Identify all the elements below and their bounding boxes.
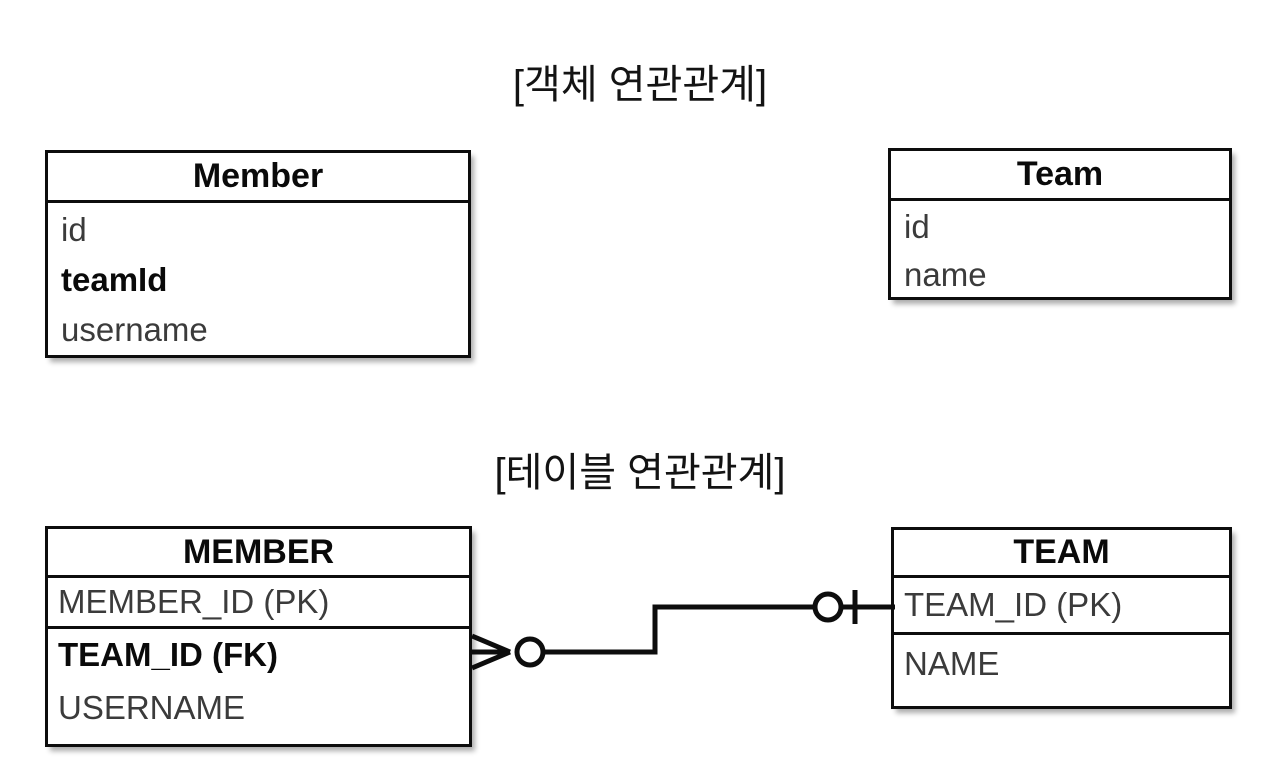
entity-field-member-id: id — [61, 211, 87, 248]
entity-field-team-name: name — [904, 256, 987, 293]
entity-field-list-member: id teamId username — [48, 203, 468, 355]
entity-field-member-teamid: teamId — [61, 261, 168, 298]
table-column-member-username: USERNAME — [58, 689, 246, 726]
relationship-svg — [471, 590, 895, 671]
entity-field-team-id: id — [904, 208, 930, 245]
relationship-path — [543, 604, 813, 655]
entity-header-team: Team — [891, 151, 1229, 201]
table-column-team-id-pk: TEAM_ID (PK) — [894, 578, 1229, 635]
cardinality-zero-circle-member — [514, 636, 546, 668]
table-model-title: [테이블 연관관계] — [494, 451, 786, 495]
table-header-member: MEMBER — [48, 529, 469, 578]
entity-field-list-team: id name — [891, 201, 1229, 299]
table-column-member-team-id-fk: TEAM_ID (FK) — [58, 635, 278, 673]
table-column-team-name: NAME — [904, 644, 1000, 682]
table-column-list-member: MEMBER_ID (PK) TEAM_ID (FK) USERNAME — [48, 578, 469, 736]
object-model-title: [객체 연관관계] — [512, 63, 768, 107]
table-box-team[interactable]: TEAM TEAM_ID (PK) NAME — [891, 527, 1232, 709]
entity-box-team[interactable]: Team id name — [888, 148, 1232, 300]
entity-header-member: Member — [48, 153, 468, 203]
entity-box-member[interactable]: Member id teamId username — [45, 150, 471, 358]
table-header-team: TEAM — [894, 530, 1229, 578]
table-column-list-team: TEAM_ID (PK) NAME — [894, 578, 1229, 692]
cardinality-zero-circle-team — [812, 591, 844, 623]
relationship-connector-member-team[interactable] — [455, 570, 905, 690]
entity-field-member-username: username — [61, 311, 208, 348]
table-box-member[interactable]: MEMBER MEMBER_ID (PK) TEAM_ID (FK) USERN… — [45, 526, 472, 747]
crows-foot-many-icon — [471, 633, 511, 671]
table-column-member-id-pk: MEMBER_ID (PK) — [48, 578, 469, 629]
